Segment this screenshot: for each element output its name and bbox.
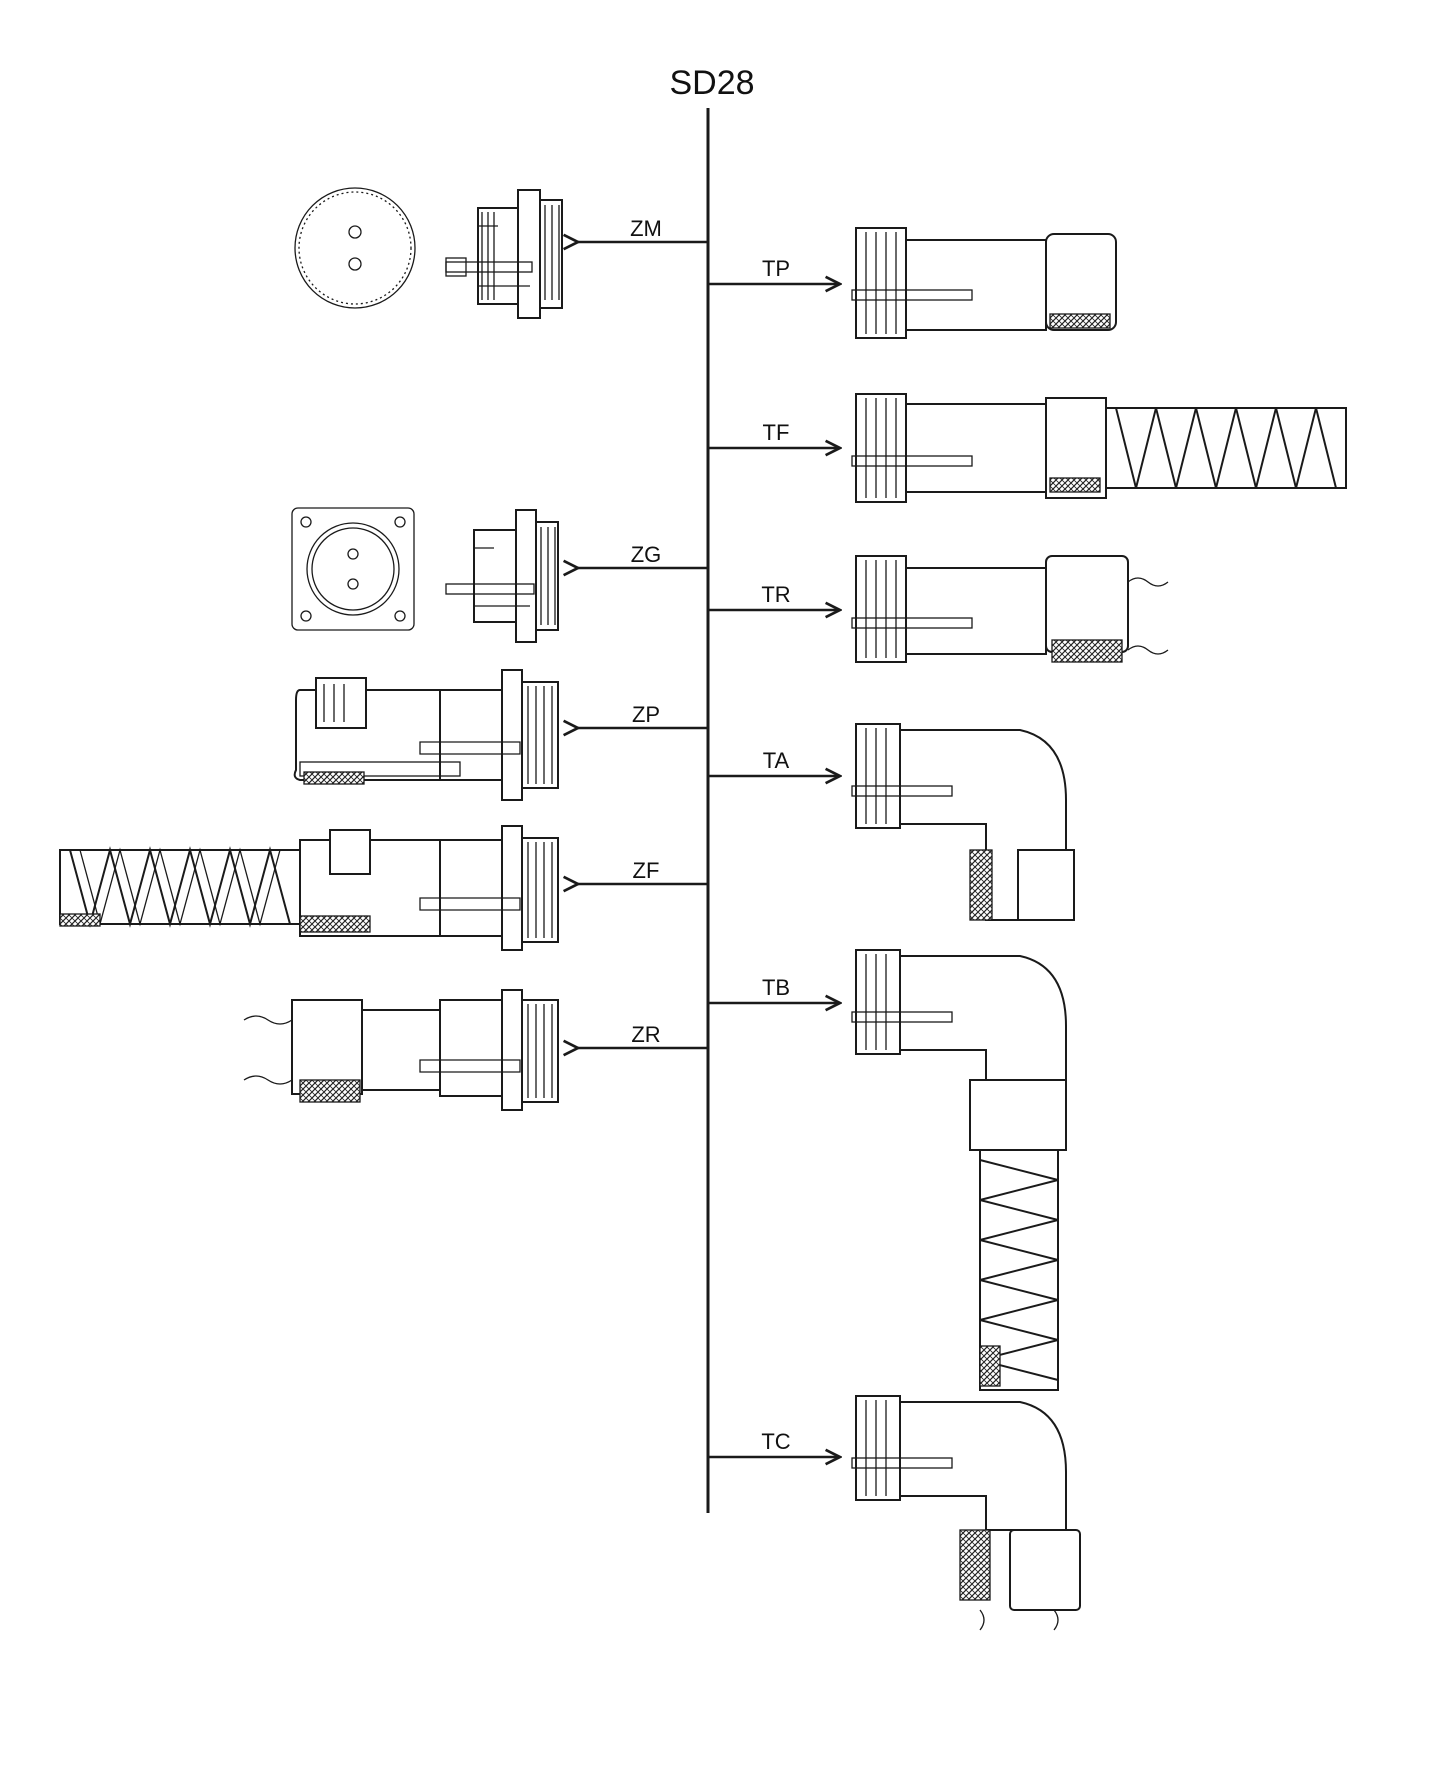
tp-plug-drawing — [851, 227, 1117, 339]
branch-tp: TP — [708, 256, 840, 284]
label-tb: TB — [762, 975, 790, 1000]
tr-plug-drawing — [851, 555, 1169, 663]
label-zp: ZP — [632, 702, 660, 727]
branch-ta: TA — [708, 748, 840, 776]
tf-plug-drawing — [851, 393, 1347, 503]
branch-tb: TB — [708, 975, 840, 1003]
label-tc: TC — [761, 1429, 790, 1454]
zm-socket-drawing — [445, 189, 563, 319]
zp-plug-drawing — [293, 669, 559, 801]
diagram-title: SD28 — [669, 64, 754, 102]
tc-plug-drawing — [851, 1395, 1081, 1631]
zg-socket-drawing — [445, 509, 559, 643]
zr-plug-drawing — [243, 989, 559, 1111]
label-tp: TP — [762, 256, 790, 281]
branch-zf: ZF — [578, 858, 708, 884]
label-zg: ZG — [631, 542, 662, 567]
label-tr: TR — [761, 582, 790, 607]
zm-front-view — [294, 187, 416, 309]
label-ta: TA — [763, 748, 790, 773]
branch-tr: TR — [708, 582, 840, 610]
branch-tc: TC — [708, 1429, 840, 1457]
zg-front-view — [291, 507, 415, 631]
branch-zp: ZP — [578, 702, 708, 728]
ta-plug-drawing — [851, 723, 1075, 921]
branch-zr: ZR — [578, 1022, 708, 1048]
label-zr: ZR — [631, 1022, 660, 1047]
branch-tf: TF — [708, 420, 840, 448]
zf-plug-drawing — [59, 825, 559, 951]
label-zf: ZF — [633, 858, 660, 883]
label-tf: TF — [763, 420, 790, 445]
branch-zg: ZG — [578, 542, 708, 568]
label-zm: ZM — [630, 216, 662, 241]
branch-zm: ZM — [578, 216, 708, 242]
tb-plug-drawing — [851, 949, 1067, 1391]
